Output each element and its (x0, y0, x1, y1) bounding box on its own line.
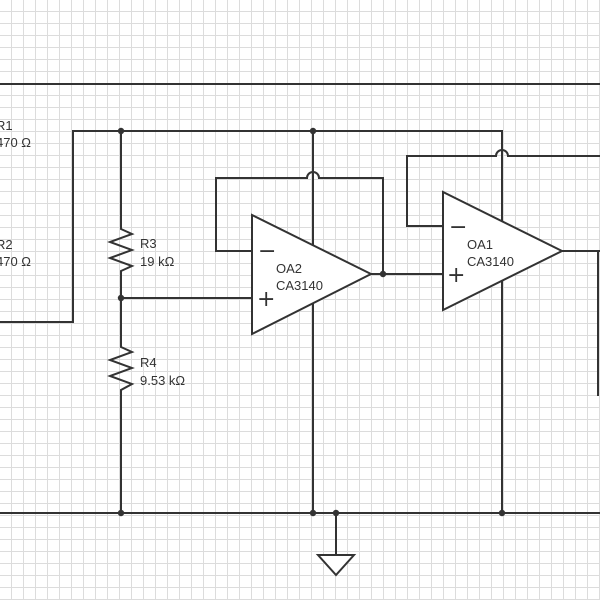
r2-value-label: 470 Ω (0, 254, 31, 269)
junctions (117, 127, 506, 517)
oa1-name-label: OA1 (467, 237, 493, 252)
r4-resistor (107, 339, 135, 399)
oa2-part-label: CA3140 (276, 278, 323, 293)
oa2-name-label: OA2 (276, 261, 302, 276)
junction-dot (332, 509, 340, 517)
oa1-part-label: CA3140 (467, 254, 514, 269)
r3-value-label: 19 kΩ (140, 254, 175, 269)
ground-symbol (315, 554, 357, 577)
junction-dot (309, 509, 317, 517)
wires (0, 83, 600, 556)
r1-name-label: R1 (0, 118, 13, 133)
r2-name-label: R2 (0, 237, 13, 252)
oa1-noninverting-sign: + (447, 263, 465, 288)
oa2-triangle (251, 213, 374, 336)
op-amp-oa2: − + OA2 CA3140 (251, 213, 374, 336)
oa2-noninverting-sign: + (257, 287, 275, 312)
r1-feed-wire (0, 130, 503, 323)
junction-dot (379, 270, 387, 278)
oa1-triangle (442, 190, 565, 312)
r1-value-label: 470 Ω (0, 135, 31, 150)
r4-value-label: 9.53 kΩ (140, 373, 185, 388)
junction-dot (498, 509, 506, 517)
oa2-feedback-wire (215, 171, 384, 275)
junction-dot (117, 294, 125, 302)
oa1-inverting-sign: − (449, 215, 467, 240)
junction-dot (117, 127, 125, 135)
r3-name-label: R3 (140, 236, 157, 251)
r3-resistor (107, 221, 135, 279)
oa2-inverting-sign: − (258, 239, 276, 264)
oa1-feedback-wire (406, 149, 600, 227)
junction-dot (309, 127, 317, 135)
junction-dot (117, 509, 125, 517)
op-amp-oa1: − + OA1 CA3140 (442, 190, 565, 312)
r4-name-label: R4 (140, 355, 157, 370)
